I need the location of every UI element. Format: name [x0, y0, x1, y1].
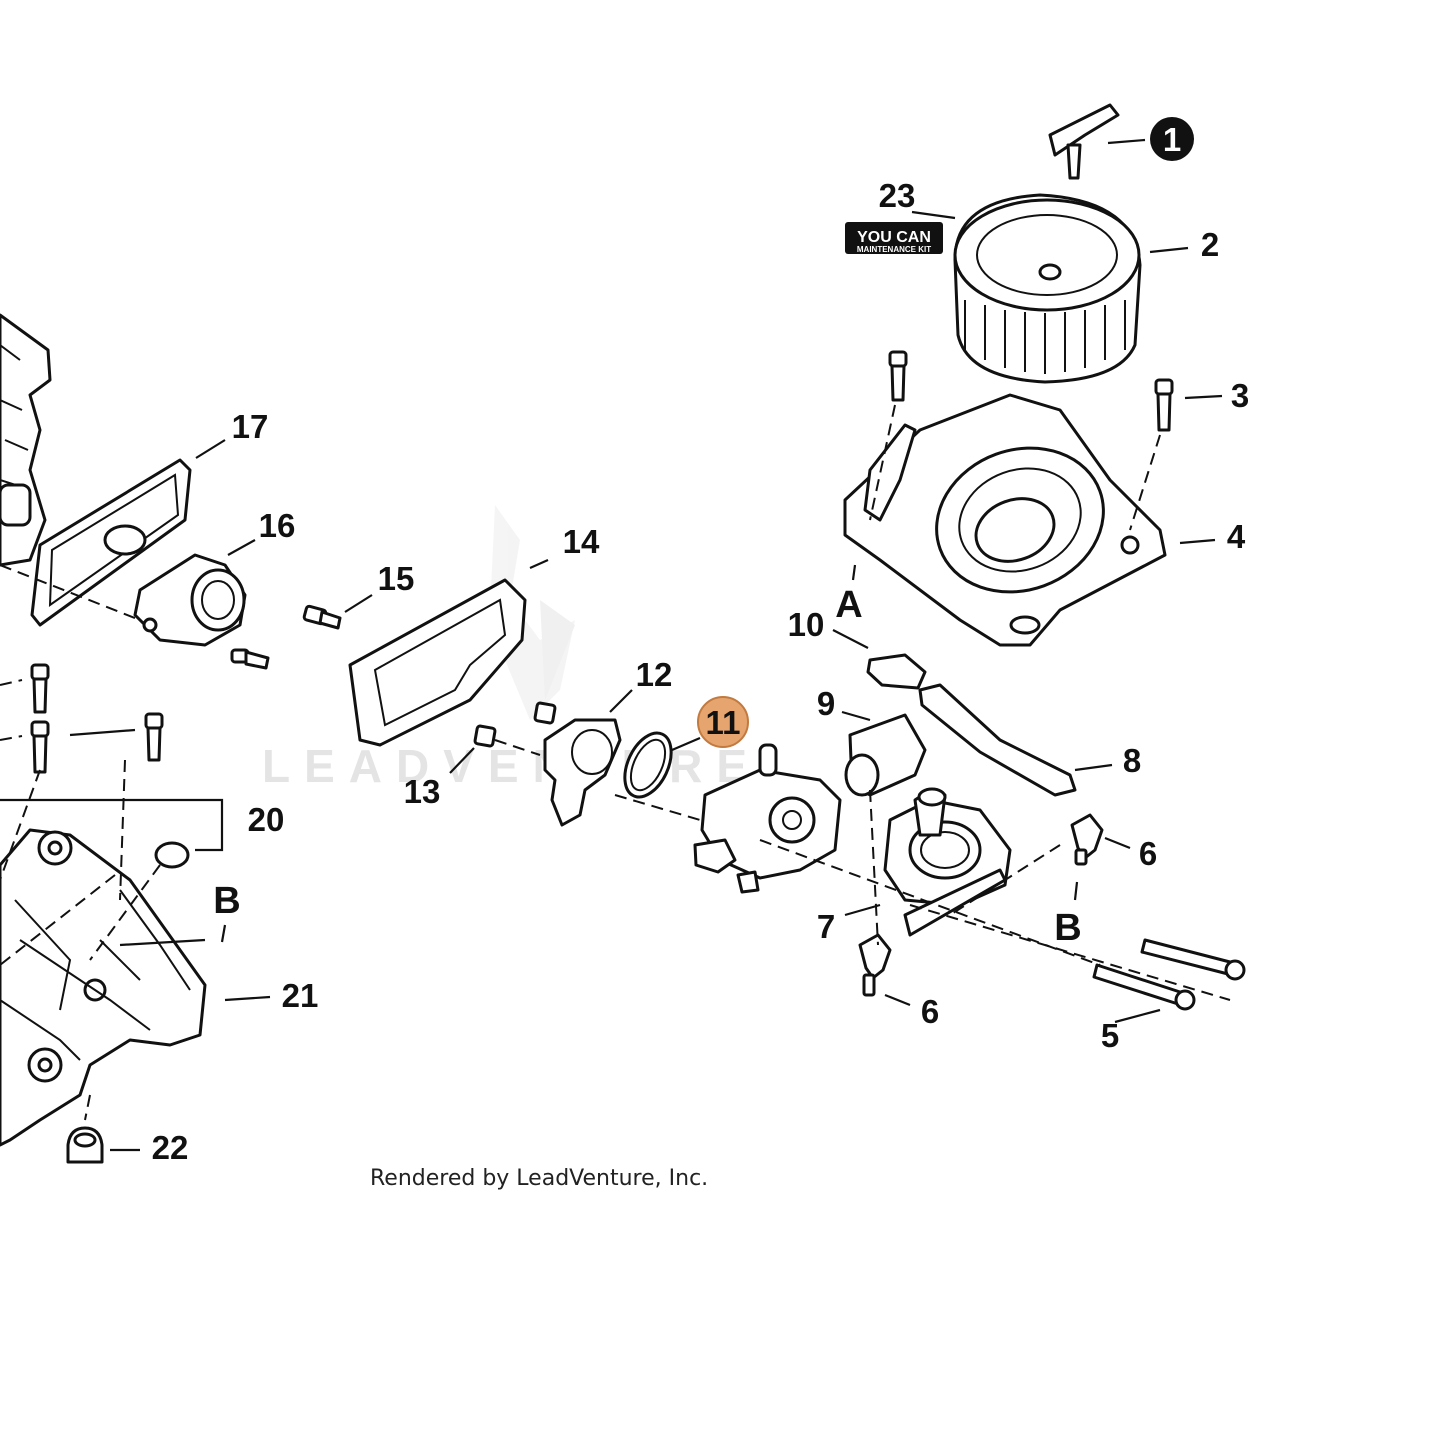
clip-10: [866, 653, 927, 690]
callout-15[interactable]: 15: [378, 560, 415, 597]
callout-4[interactable]: 4: [1227, 518, 1246, 555]
long-screws-5: [1092, 938, 1246, 1011]
watermark-logo: [490, 505, 575, 720]
callout-6-lower[interactable]: 6: [921, 993, 939, 1030]
screw-16-lower: [230, 648, 270, 670]
kit-badge-line1: YOU CAN: [857, 229, 931, 246]
cylinder-housing: [0, 313, 52, 567]
callout-12[interactable]: 12: [636, 656, 673, 693]
assembly-dashed-lines: [0, 404, 1231, 1121]
nut-13: [473, 701, 557, 748]
callout-9[interactable]: 9: [817, 685, 835, 722]
callout-17[interactable]: 17: [232, 408, 269, 445]
callout-1-label: 1: [1163, 121, 1181, 158]
callout-5[interactable]: 5: [1101, 1017, 1119, 1054]
intake-tube-9: [844, 713, 927, 797]
filter-housing-4: [843, 393, 1167, 647]
screw-15: [302, 604, 342, 630]
callout-10[interactable]: 10: [788, 606, 825, 643]
callout-7[interactable]: 7: [817, 908, 835, 945]
callout-14[interactable]: 14: [563, 523, 600, 560]
callout-3[interactable]: 3: [1231, 377, 1249, 414]
gasket-17: [30, 458, 192, 627]
callout-11-label: 11: [706, 704, 741, 741]
maintenance-kit-badge: YOU CAN MAINTENANCE KIT: [845, 222, 943, 254]
connector-6-upper: [1070, 813, 1104, 866]
wing-knob-1: [1048, 103, 1120, 180]
callout-11-highlighted[interactable]: 11: [697, 696, 749, 748]
gasket-14: [348, 578, 527, 747]
kit-badge-line2: MAINTENANCE KIT: [857, 245, 931, 254]
carburetor: [693, 743, 842, 894]
intake-manifold-16: [133, 553, 247, 647]
connector-6-lower: [858, 933, 892, 997]
gasket-ring-11: [623, 731, 673, 799]
screws-left: [30, 663, 164, 774]
callout-8[interactable]: 8: [1123, 742, 1141, 779]
grommet-20: [154, 841, 190, 869]
lever-8: [918, 683, 1077, 797]
callout-1[interactable]: 1: [1150, 117, 1194, 161]
rubber-foot-22: [66, 1126, 104, 1164]
callout-6-upper[interactable]: 6: [1139, 835, 1157, 872]
ref-letter-b-left: B: [213, 880, 240, 922]
bracket-12: [543, 718, 622, 827]
screw-3: [888, 350, 1174, 432]
leader-lines: [0, 138, 1223, 1152]
intake-flange-7: [883, 787, 1012, 937]
callout-22[interactable]: 22: [152, 1129, 189, 1166]
ref-letter-b-right: B: [1054, 907, 1081, 949]
callout-23[interactable]: 23: [879, 177, 916, 214]
ref-letter-a: A: [835, 584, 862, 626]
callout-16[interactable]: 16: [259, 507, 296, 544]
callout-2[interactable]: 2: [1201, 226, 1219, 263]
callout-21[interactable]: 21: [282, 977, 319, 1014]
watermark-text: LEADVENTURE: [262, 740, 761, 792]
callout-13[interactable]: 13: [404, 773, 441, 810]
air-filter-2: [953, 193, 1142, 384]
render-credit: Rendered by LeadVenture, Inc.: [370, 1166, 708, 1191]
crankcase-body: [0, 828, 207, 1147]
callout-20[interactable]: 20: [248, 801, 285, 838]
